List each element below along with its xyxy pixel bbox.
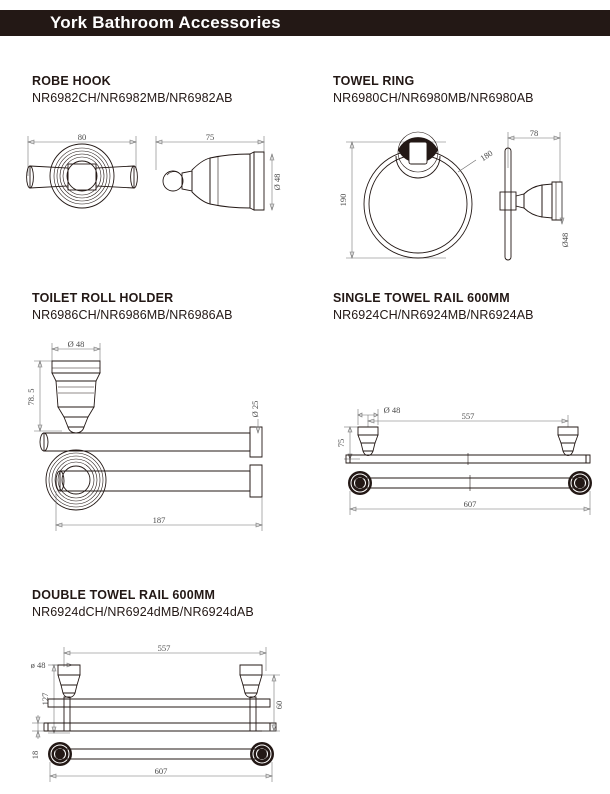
- double-towel-rail-front-drawing: 607: [14, 738, 304, 794]
- product-codes: NR6986CH/NR6986MB/NR6986AB: [32, 308, 233, 322]
- dimension-78-5: 78. 5: [26, 360, 62, 432]
- dimension-label: 60: [274, 701, 284, 710]
- dimension-diameter-25: Ø 25: [250, 401, 261, 434]
- towel-ring-side-view: [499, 147, 563, 261]
- single-towel-rail-front-view: [348, 471, 592, 495]
- single-towel-rail-drawing: Ø 48 557 75: [336, 395, 610, 535]
- dimension-label: Ø 25: [250, 401, 260, 418]
- dimension-label: 557: [462, 411, 475, 421]
- dimension-187: 187: [55, 491, 263, 531]
- dimension-607: 607: [49, 762, 273, 782]
- product-title: DOUBLE TOWEL RAIL 600MM: [32, 588, 216, 602]
- dimension-18: 18: [30, 715, 44, 759]
- product-codes: NR6924CH/NR6924MB/NR6924AB: [333, 308, 534, 322]
- dimension-diameter-48: Ø 48: [51, 339, 101, 361]
- robe-hook-side-view: [162, 151, 265, 211]
- towel-ring-front-view: [363, 131, 473, 259]
- dimension-557: 557: [63, 643, 267, 671]
- double-towel-rail-front-view: [48, 742, 274, 766]
- robe-hook-drawing: 80 75: [14, 118, 304, 228]
- product-title: ROBE HOOK: [32, 74, 111, 88]
- dimension-label: 127: [40, 693, 50, 706]
- dimension-label: ø 48: [31, 660, 46, 670]
- dimension-label: 75: [206, 132, 215, 142]
- dimension-diameter-48: Ø 48: [269, 153, 282, 211]
- dimension-label: 557: [158, 643, 171, 653]
- dimension-label: 78. 5: [26, 389, 36, 406]
- dimension-label: 190: [338, 194, 348, 207]
- double-towel-rail-top-view: [43, 664, 277, 732]
- dimension-180: 180: [457, 148, 494, 173]
- product-title: TOILET ROLL HOLDER: [32, 291, 174, 305]
- product-codes: NR6982CH/NR6982MB/NR6982AB: [32, 91, 233, 105]
- dimension-label: 187: [153, 515, 166, 525]
- dimension-557: 557: [367, 411, 569, 427]
- dimension-label: 78: [530, 128, 539, 138]
- towel-ring-drawing: 190 180 78: [330, 120, 610, 265]
- dimension-label: 80: [78, 132, 87, 142]
- dimension-label: 18: [30, 751, 40, 760]
- product-single-towel-rail: SINGLE TOWEL RAIL 600MM NR6924CH/NR6924M…: [333, 291, 534, 322]
- dimension-diameter-48: Ø 48: [357, 405, 401, 425]
- dimension-label: Ø 48: [384, 405, 401, 415]
- dimension-label: 607: [464, 499, 477, 509]
- product-title: TOWEL RING: [333, 74, 415, 88]
- dimension-label: 607: [155, 766, 168, 776]
- product-title: SINGLE TOWEL RAIL 600MM: [333, 291, 510, 305]
- product-robe-hook: ROBE HOOK NR6982CH/NR6982MB/NR6982AB: [32, 74, 233, 105]
- product-toilet-roll-holder: TOILET ROLL HOLDER NR6986CH/NR6986MB/NR6…: [32, 291, 233, 322]
- dimension-78: 78: [507, 128, 561, 182]
- product-towel-ring: TOWEL RING NR6980CH/NR6980MB/NR6980AB: [333, 74, 534, 105]
- page-title: York Bathroom Accessories: [50, 13, 281, 32]
- product-double-towel-rail: DOUBLE TOWEL RAIL 600MM NR6924dCH/NR6924…: [32, 588, 254, 619]
- dimension-diameter-48: Ø48: [559, 182, 570, 248]
- single-towel-rail-top-view: [345, 426, 591, 465]
- dimension-label: 75: [336, 439, 346, 448]
- dimension-label: Ø 48: [272, 174, 282, 191]
- dimension-607: 607: [349, 491, 591, 515]
- dimension-60: 60: [262, 674, 284, 732]
- dimension-label: 180: [478, 148, 494, 163]
- toilet-roll-holder-front-view: [45, 449, 263, 511]
- product-codes: NR6924dCH/NR6924dMB/NR6924dAB: [32, 605, 254, 619]
- toilet-roll-holder-side-view: [39, 360, 263, 458]
- robe-hook-front-view: [26, 143, 138, 209]
- toilet-roll-holder-drawing: Ø 48 78. 5: [14, 335, 304, 550]
- dimension-75: 75: [155, 132, 265, 170]
- product-codes: NR6980CH/NR6980MB/NR6980AB: [333, 91, 534, 105]
- dimension-label: Ø 48: [68, 339, 85, 349]
- dimension-75: 75: [336, 426, 360, 460]
- double-towel-rail-drawing: 557 ø 48 127: [14, 635, 304, 790]
- dimension-label: Ø48: [560, 233, 570, 248]
- header-banner: [0, 10, 610, 36]
- dimension-190: 190: [338, 141, 446, 259]
